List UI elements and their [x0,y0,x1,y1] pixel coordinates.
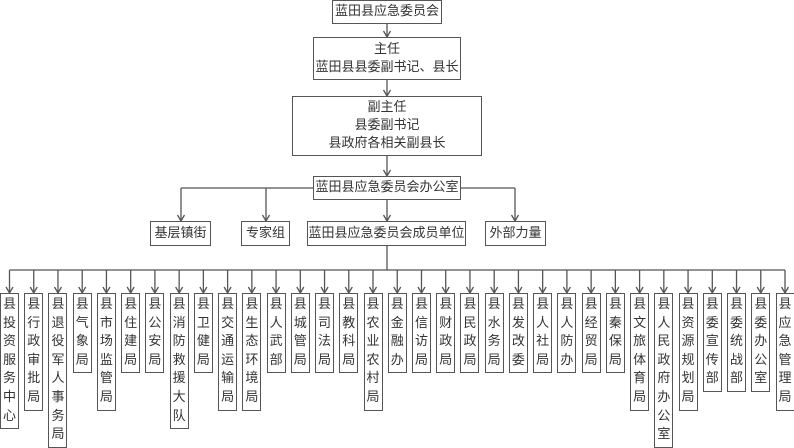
member-unit-box: 县行政审批局 [24,293,43,411]
member-unit-box: 县卫健局 [194,293,213,373]
member-unit-box: 县秦保局 [606,293,625,373]
deputy-title: 副主任 [367,99,406,117]
director-name: 蓝田县县委副书记、县长 [315,59,458,77]
member-unit-box: 县财政局 [436,293,455,373]
office-box: 蓝田县应急委员会办公室 [313,176,461,200]
member-unit-box: 县发改委 [509,293,528,373]
office-label: 蓝田县应急委员会办公室 [315,179,458,197]
member-unit-box: 县人防办 [557,293,576,373]
member-unit-box: 县金融办 [388,293,407,373]
member-unit-box: 县委宣传部 [703,293,722,392]
branch-external-forces: 外部力量 [485,221,546,246]
member-unit-box: 县教科局 [339,293,358,373]
member-unit-box: 县人社局 [533,293,552,373]
member-unit-box: 县委办公室 [751,293,770,392]
member-unit-box: 县应急管理局 [776,293,794,411]
member-unit-box: 县水务局 [485,293,504,373]
deputy-director-box: 副主任 县委副书记 县政府各相关副县长 [292,96,482,156]
member-unit-box: 县交通运输局 [218,293,237,411]
deputy-line1: 县委副书记 [354,117,419,135]
member-unit-box: 县民政局 [460,293,479,373]
branch-member-units: 蓝田县应急委员会成员单位 [307,221,466,246]
committee-box: 蓝田县应急委员会 [332,0,442,24]
member-unit-box: 县生态环境局 [242,293,261,411]
branch-label: 蓝田县应急委员会成员单位 [308,225,464,243]
member-unit-box: 县文旅体育局 [630,293,649,411]
director-box: 主任 蓝田县县委副书记、县长 [313,37,461,80]
member-unit-box: 县城管局 [291,293,310,373]
member-unit-box: 县司法局 [315,293,334,373]
branch-label: 专家组 [246,225,285,243]
branch-grassroots-towns: 基层镇街 [150,221,211,246]
branch-expert-group: 专家组 [241,221,290,246]
member-unit-box: 县投资服务中心 [0,293,19,429]
member-unit-box: 县市场监管局 [97,293,116,411]
branch-label: 基层镇街 [154,225,206,243]
member-unit-box: 县气象局 [73,293,92,373]
director-title: 主任 [374,41,400,59]
deputy-line2: 县政府各相关副县长 [328,135,445,153]
member-unit-box: 县退役军人事务局 [48,293,67,448]
member-unit-box: 县住建局 [121,293,140,373]
member-unit-box: 县消防救援大队 [170,293,189,429]
member-unit-box: 县农业农村局 [364,293,383,411]
branch-label: 外部力量 [489,225,541,243]
member-unit-box: 县信访局 [412,293,431,373]
member-unit-box: 县人武部 [267,293,286,373]
committee-label: 蓝田县应急委员会 [335,3,439,21]
member-unit-box: 县公安局 [145,293,164,373]
member-unit-box: 县经贸局 [582,293,601,373]
member-unit-box: 县委统战部 [727,293,746,392]
member-unit-box: 县人民政府办公室 [654,293,673,448]
member-unit-box: 县资源规划局 [679,293,698,411]
